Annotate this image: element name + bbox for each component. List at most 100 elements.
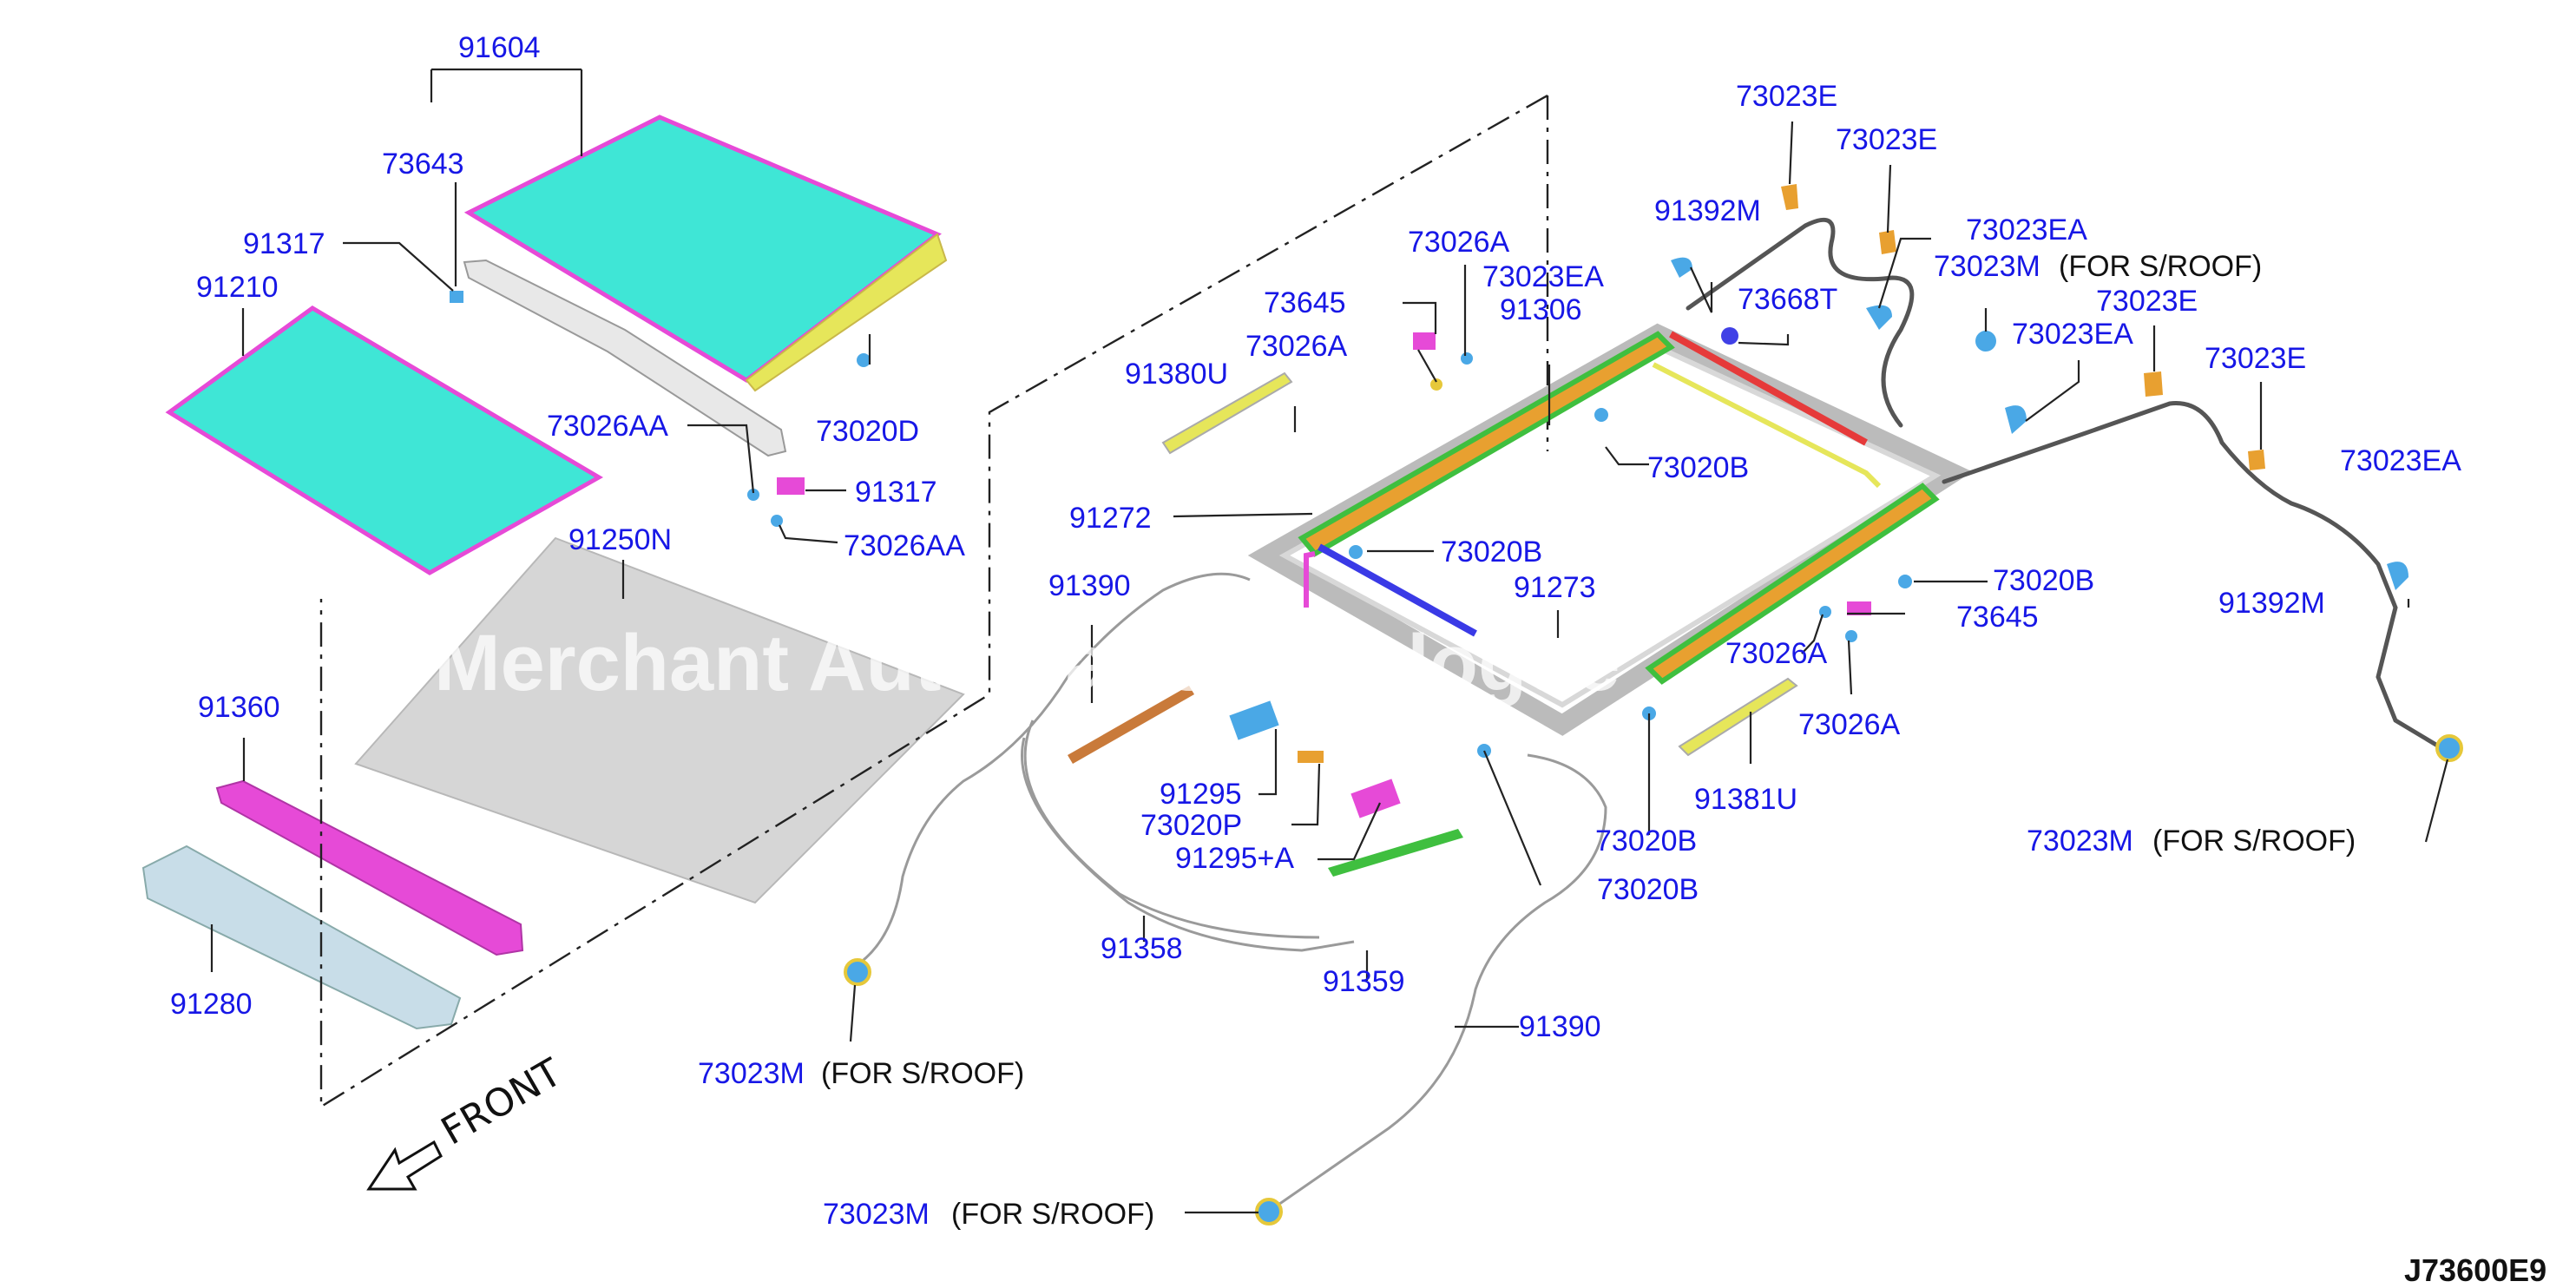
front-glass-panel xyxy=(165,306,603,575)
label-91280: 91280 xyxy=(170,988,253,1021)
drain-hose-91358 xyxy=(1021,737,1355,952)
sunroof-frame xyxy=(1247,323,1973,736)
motor-91295A xyxy=(1350,779,1401,818)
label-73026AA-a: 73026AA xyxy=(547,410,668,443)
label-73668T: 73668T xyxy=(1738,283,1837,316)
grommet-73023M-bottom xyxy=(1255,1198,1283,1226)
deflector-91381U xyxy=(1678,677,1798,757)
label-91295A: 91295+A xyxy=(1175,842,1294,875)
label-91317-b: 91317 xyxy=(855,476,937,509)
label-73020B-b: 73020B xyxy=(1441,536,1542,568)
label-73020B-d: 73020B xyxy=(1595,825,1697,858)
label-73023EA-a: 73023EA xyxy=(1966,214,2087,246)
label-91359: 91359 xyxy=(1323,965,1405,998)
drain-hose-91392M-front xyxy=(1686,217,1915,428)
deflector-91380U xyxy=(1161,371,1293,455)
clip-73026A-b xyxy=(1430,378,1442,391)
clip-73026A-d xyxy=(1845,630,1857,642)
clip-73023E-d xyxy=(2248,450,2265,470)
clip-73026A-c xyxy=(1819,606,1831,618)
label-73023E-c: 73023E xyxy=(2096,285,2198,318)
label-73023EA-c: 73023EA xyxy=(2012,318,2133,351)
clip-91317-a xyxy=(450,291,463,303)
label-73023M-a: 73023M xyxy=(1934,250,2040,283)
label-73023M-d: 73023M xyxy=(823,1198,930,1231)
clip-73645-a xyxy=(1413,332,1436,350)
drain-bracket-91359 xyxy=(1328,829,1463,877)
leader-lines xyxy=(210,68,2449,1214)
label-91360: 91360 xyxy=(198,691,280,724)
clip-73023E-b xyxy=(1879,230,1896,254)
grommet-73023M-right xyxy=(2435,734,2463,762)
clip-73645-b xyxy=(1847,601,1871,615)
label-73023EA-d: 73023EA xyxy=(2340,444,2461,477)
drain-hose-91392M-rear xyxy=(1942,401,2441,749)
label-73023E-a: 73023E xyxy=(1736,80,1837,113)
note-73023M-a: (FOR S/ROOF) xyxy=(2059,250,2262,283)
note-73023M-d: (FOR S/ROOF) xyxy=(951,1198,1154,1231)
label-91380U: 91380U xyxy=(1125,358,1228,391)
drain-hose-91390-upper xyxy=(858,572,1251,965)
assembly-outline xyxy=(319,94,1549,1109)
label-91392M-a: 91392M xyxy=(1654,194,1761,227)
grommet-73023M-left xyxy=(844,958,871,986)
clip-73023EA-c xyxy=(2005,405,2027,434)
label-73023E-d: 73023E xyxy=(2205,342,2306,375)
clip-73026A-a xyxy=(1461,352,1473,365)
label-73026A-a: 73026A xyxy=(1408,226,1510,259)
label-73643: 73643 xyxy=(382,148,464,181)
label-91392M-b: 91392M xyxy=(2218,587,2325,620)
label-73023EA-b: 73023EA xyxy=(1482,260,1604,293)
label-91390-a: 91390 xyxy=(1048,569,1131,602)
clip-73023EA-d xyxy=(2387,562,2408,590)
motor-91295 xyxy=(1229,700,1279,740)
label-91604: 91604 xyxy=(458,31,541,64)
label-73020B-e: 73020B xyxy=(1597,873,1699,906)
drain-hose-91390-lower xyxy=(1275,753,1607,1208)
front-trim-panel xyxy=(141,844,462,1030)
clip-73023EA-a xyxy=(1671,257,1692,278)
clip-91317-b xyxy=(777,477,805,495)
label-91295: 91295 xyxy=(1160,778,1242,811)
clip-73668T xyxy=(1721,327,1738,345)
note-73023M-b: (FOR S/ROOF) xyxy=(2152,825,2356,858)
clip-73023E-c xyxy=(2144,371,2163,397)
clip-73020D xyxy=(857,353,871,367)
sunshade-panel xyxy=(354,536,965,904)
label-73026AA-b: 73026AA xyxy=(844,529,965,562)
label-73645-a: 73645 xyxy=(1264,286,1346,319)
glass-frame-rail xyxy=(463,259,787,457)
label-73026A-b: 73026A xyxy=(1245,330,1348,363)
label-73645-b: 73645 xyxy=(1956,601,2039,634)
label-73023M-c: 73023M xyxy=(698,1057,805,1090)
watermark: Merchant Auto Parts Catalogue xyxy=(434,619,1620,707)
part-labels: 91604 73643 91317 91210 73020D 73026AA 9… xyxy=(170,31,2461,1231)
note-73023M-c: (FOR S/ROOF) xyxy=(821,1057,1024,1090)
label-73023E-b: 73023E xyxy=(1836,123,1937,156)
label-73023M-b: 73023M xyxy=(2027,825,2133,858)
clip-73023EA-b xyxy=(1866,305,1892,330)
label-73026A-d: 73026A xyxy=(1798,708,1901,741)
label-91273: 91273 xyxy=(1514,571,1596,604)
label-73026A-c: 73026A xyxy=(1725,637,1828,670)
clip-73020P xyxy=(1298,751,1324,763)
label-73020B-a: 73020B xyxy=(1647,451,1749,484)
drain-hose-91358-b xyxy=(1023,720,1320,939)
clip-73023E-a xyxy=(1781,184,1798,210)
label-91210: 91210 xyxy=(196,271,279,304)
clip-73020B-c xyxy=(1898,575,1912,588)
clip-73026AA-b xyxy=(771,515,783,527)
label-91306: 91306 xyxy=(1500,293,1582,326)
label-73020P: 73020P xyxy=(1140,809,1242,842)
label-91390-b: 91390 xyxy=(1519,1010,1601,1043)
label-91358: 91358 xyxy=(1101,932,1183,965)
rear-glass-panel xyxy=(463,115,948,392)
label-91272: 91272 xyxy=(1069,502,1152,535)
label-91381U: 91381U xyxy=(1694,783,1797,816)
clip-73020B-a xyxy=(1594,408,1608,422)
clip-73026AA-a xyxy=(747,489,759,501)
label-73020D: 73020D xyxy=(816,415,919,448)
front-label: FRONT xyxy=(434,1050,569,1153)
label-73020B-c: 73020B xyxy=(1993,564,2094,597)
